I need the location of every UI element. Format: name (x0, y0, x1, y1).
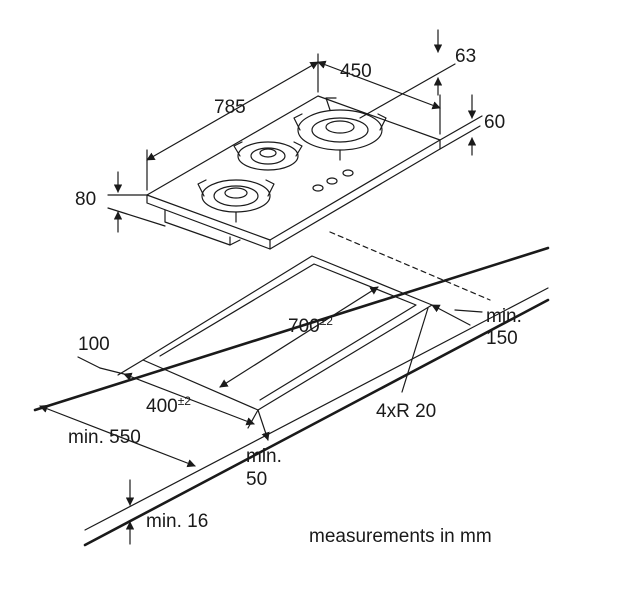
units-note: measurements in mm (309, 526, 492, 547)
label-counter-front: 100 (78, 334, 110, 355)
label-top-offset: 63 (455, 46, 476, 67)
hob (146, 95, 441, 250)
burner-medium (233, 141, 303, 171)
label-cutout-width: 400±2 (146, 394, 191, 417)
label-hob-depth: 450 (340, 61, 372, 82)
label-min-rear-value: 150 (486, 328, 518, 349)
label-cutout-length: 700±2 (288, 314, 333, 337)
label-corner-radius: 4xR 20 (376, 401, 436, 422)
projection-line (329, 231, 491, 301)
hob-dimensions (107, 29, 483, 233)
label-min-side-value: 50 (246, 469, 267, 490)
label-hob-length: 785 (214, 97, 246, 118)
label-min-rear-prefix: min. (486, 306, 522, 327)
cutout-dimensions (39, 286, 483, 545)
label-min-thickness: min. 16 (146, 511, 208, 532)
burner-front (197, 179, 275, 223)
label-hob-height: 80 (75, 189, 96, 210)
label-min-side-prefix: min. (246, 446, 282, 467)
label-min-front: min. 550 (68, 427, 141, 448)
burner-large (293, 97, 387, 161)
control-knobs (312, 169, 354, 192)
label-side-offset: 60 (484, 112, 505, 133)
